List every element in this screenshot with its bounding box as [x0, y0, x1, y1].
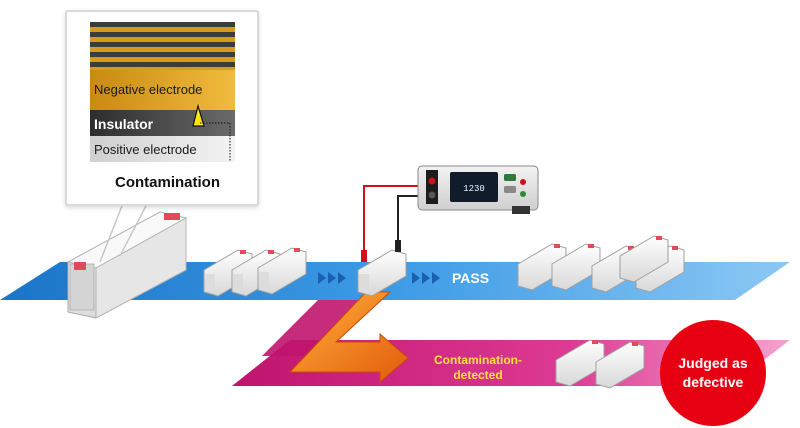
contamination-detected-label: Contamination- detected	[418, 353, 538, 383]
tester-display	[450, 172, 498, 202]
battery-cell-large	[66, 211, 188, 319]
badge-line1: Judged as	[678, 355, 748, 371]
electrode-stack-stripes	[90, 22, 235, 70]
defective-badge: Judged as defective	[660, 320, 766, 426]
detected-label-line2: detected	[453, 368, 503, 382]
positive-electrode-label: Positive electrode	[94, 142, 197, 157]
contamination-label: Contamination	[115, 174, 220, 191]
black-probe-icon	[395, 240, 401, 252]
cell-group-rejected	[555, 339, 645, 389]
insulator-layer	[90, 110, 235, 136]
negative-electrode-layer	[90, 70, 235, 110]
red-probe-icon	[361, 250, 367, 262]
callout-pointer	[99, 197, 126, 263]
cell-under-test	[357, 249, 407, 297]
detected-label-line1: Contamination-	[434, 353, 522, 367]
negative-electrode-label: Negative electrode	[94, 82, 203, 97]
tester-display-value: 1230	[463, 184, 485, 194]
insulator-label: Insulator	[94, 116, 154, 132]
contaminant-marker	[192, 103, 231, 162]
contaminant-leader-line	[200, 122, 231, 162]
cross-section-callout: Negative electrode Insulator Positive el…	[65, 10, 259, 206]
insulation-tester: 1230	[417, 165, 539, 214]
cell-group-incoming	[203, 247, 307, 297]
defective-badge-text: Judged as defective	[660, 354, 766, 392]
cell-group-passed	[517, 235, 685, 293]
badge-line2: defective	[682, 374, 744, 390]
contaminant-particle-icon	[192, 103, 205, 127]
flow-arrows-icon	[318, 272, 440, 284]
callout-pointer-2	[119, 197, 151, 257]
positive-electrode-layer	[90, 136, 235, 162]
pass-label: PASS	[452, 270, 490, 286]
electrode-layers: Negative electrode Insulator Positive el…	[90, 22, 235, 162]
divert-arrow-icon	[288, 291, 409, 384]
red-test-lead	[363, 185, 430, 258]
